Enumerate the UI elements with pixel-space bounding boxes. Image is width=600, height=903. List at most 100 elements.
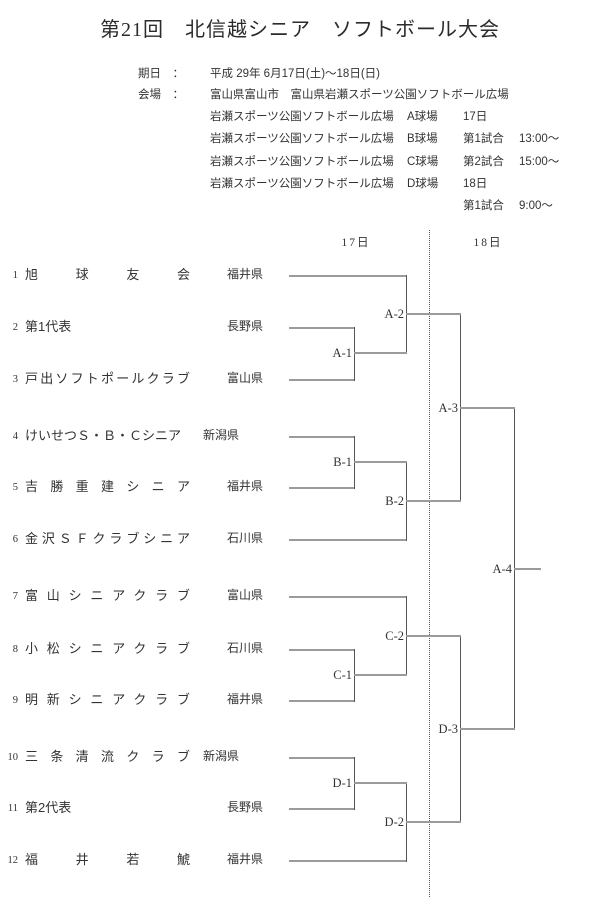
team-number: 10 bbox=[7, 752, 19, 763]
schedule-row: 岩瀬スポーツ公園ソフトボール広場 D球場 18日 bbox=[0, 176, 600, 193]
page-title: 第21回 北信越シニア ソフトボール大会 bbox=[100, 19, 500, 41]
team-number: 8 bbox=[12, 644, 18, 655]
schedule-venue: 岩瀬スポーツ公園ソフトボール広場 bbox=[210, 133, 394, 145]
day-header-17: 17日 bbox=[341, 237, 371, 249]
team-name: 明新シニアクラブ bbox=[25, 692, 190, 707]
team-line bbox=[289, 700, 354, 702]
team-number: 4 bbox=[12, 431, 18, 442]
team-number: 9 bbox=[12, 695, 18, 706]
match-label: D-2 bbox=[384, 815, 404, 829]
team-number: 7 bbox=[12, 591, 18, 602]
team-prefecture: 福井県 bbox=[227, 692, 264, 706]
team-name: 戸出ソフトポールクラブ bbox=[25, 371, 190, 386]
match-connector bbox=[460, 728, 515, 730]
match-connector bbox=[354, 352, 407, 354]
team-name: 福井若鯱 bbox=[25, 852, 190, 867]
team-line bbox=[289, 436, 354, 438]
match-connector bbox=[460, 407, 515, 409]
schedule-note: 第1試合 bbox=[463, 200, 504, 212]
match-label: C-2 bbox=[385, 629, 404, 643]
match-label: A-1 bbox=[332, 346, 352, 360]
team-line bbox=[289, 860, 406, 862]
team-prefecture: 福井県 bbox=[227, 267, 264, 281]
match-vline bbox=[354, 327, 355, 381]
team-number: 2 bbox=[12, 322, 18, 333]
match-label: A-2 bbox=[384, 307, 404, 321]
team-number: 1 bbox=[12, 270, 18, 281]
team-name: けいせつＳ・Ｂ・Ｃシニア bbox=[25, 428, 182, 443]
venue-value: 富山県富山市 富山県岩瀬スポーツ公園ソフトボール広場 bbox=[210, 89, 509, 101]
team-prefecture: 福井県 bbox=[227, 852, 264, 866]
team-name: 金沢ＳＦクラブシニア bbox=[25, 531, 190, 546]
schedule-time: 9:00～ bbox=[519, 200, 553, 212]
schedule-court: A球場 bbox=[407, 111, 438, 123]
team-prefecture: 富山県 bbox=[227, 588, 264, 602]
team-number: 11 bbox=[7, 803, 18, 814]
team-line bbox=[289, 327, 354, 329]
team-number: 6 bbox=[12, 534, 18, 545]
date-label: 期日 ： bbox=[138, 68, 184, 80]
date-value: 平成 29年 6月17日(土)～18日(日) bbox=[210, 68, 380, 80]
day-separator-line bbox=[429, 230, 430, 897]
team-prefecture: 富山県 bbox=[227, 371, 264, 385]
team-name: 吉勝重建シニア bbox=[25, 479, 190, 494]
team-name: 第2代表 bbox=[25, 800, 72, 815]
meta-venue-row: 会場 ： 富山県富山市 富山県岩瀬スポーツ公園ソフトボール広場 bbox=[0, 87, 600, 104]
team-name: 三条清流クラブ bbox=[25, 749, 190, 764]
team-name: 第1代表 bbox=[25, 319, 72, 334]
match-label: A-3 bbox=[438, 401, 458, 415]
match-connector bbox=[354, 674, 407, 676]
team-number: 3 bbox=[12, 374, 18, 385]
team-number: 12 bbox=[7, 855, 19, 866]
schedule-note: 第2試合 bbox=[463, 156, 504, 168]
schedule-court: B球場 bbox=[407, 133, 438, 145]
match-connector bbox=[406, 500, 461, 502]
team-line bbox=[289, 649, 354, 651]
day-header-18: 18日 bbox=[473, 237, 503, 249]
match-label: D-1 bbox=[332, 776, 352, 790]
team-line bbox=[289, 757, 354, 759]
team-prefecture: 石川県 bbox=[227, 641, 264, 655]
team-prefecture: 石川県 bbox=[227, 531, 264, 545]
team-line bbox=[289, 596, 406, 598]
venue-label: 会場 ： bbox=[138, 89, 184, 101]
schedule-row: 第1試合 9:00～ bbox=[0, 198, 600, 215]
schedule-note: 17日 bbox=[463, 111, 488, 123]
team-name: 小松シニアクラブ bbox=[25, 641, 190, 656]
match-connector bbox=[406, 821, 461, 823]
match-label: A-4 bbox=[492, 562, 512, 576]
schedule-court: D球場 bbox=[407, 178, 439, 190]
match-connector bbox=[354, 461, 407, 463]
match-connector bbox=[406, 635, 461, 637]
team-prefecture: 新潟県 bbox=[203, 428, 240, 442]
team-line bbox=[289, 379, 354, 381]
team-prefecture: 福井県 bbox=[227, 479, 264, 493]
team-line bbox=[289, 487, 354, 489]
team-number: 5 bbox=[12, 482, 18, 493]
schedule-row: 岩瀬スポーツ公園ソフトボール広場 A球場 17日 bbox=[0, 109, 600, 126]
match-connector bbox=[354, 782, 407, 784]
team-line bbox=[289, 808, 354, 810]
match-label: B-2 bbox=[385, 494, 404, 508]
team-name: 富山シニアクラブ bbox=[25, 588, 190, 603]
schedule-note: 第1試合 bbox=[463, 133, 504, 145]
team-name: 旭球友会 bbox=[25, 267, 190, 282]
schedule-row: 岩瀬スポーツ公園ソフトボール広場 B球場 第1試合 13:00～ bbox=[0, 131, 600, 148]
match-label: D-3 bbox=[438, 722, 458, 736]
schedule-court: C球場 bbox=[407, 156, 439, 168]
schedule-time: 15:00～ bbox=[519, 156, 560, 168]
winner-line bbox=[514, 568, 541, 570]
match-connector bbox=[406, 313, 461, 315]
schedule-venue: 岩瀬スポーツ公園ソフトボール広場 bbox=[210, 111, 394, 123]
schedule-row: 岩瀬スポーツ公園ソフトボール広場 C球場 第2試合 15:00～ bbox=[0, 154, 600, 171]
team-prefecture: 長野県 bbox=[227, 800, 264, 814]
schedule-venue: 岩瀬スポーツ公園ソフトボール広場 bbox=[210, 178, 394, 190]
team-prefecture: 新潟県 bbox=[203, 749, 240, 763]
schedule-time: 13:00～ bbox=[519, 133, 560, 145]
meta-date-row: 期日 ： 平成 29年 6月17日(土)～18日(日) bbox=[0, 66, 600, 83]
schedule-venue: 岩瀬スポーツ公園ソフトボール広場 bbox=[210, 156, 394, 168]
schedule-note: 18日 bbox=[463, 178, 488, 190]
team-line bbox=[289, 275, 406, 277]
team-prefecture: 長野県 bbox=[227, 319, 264, 333]
